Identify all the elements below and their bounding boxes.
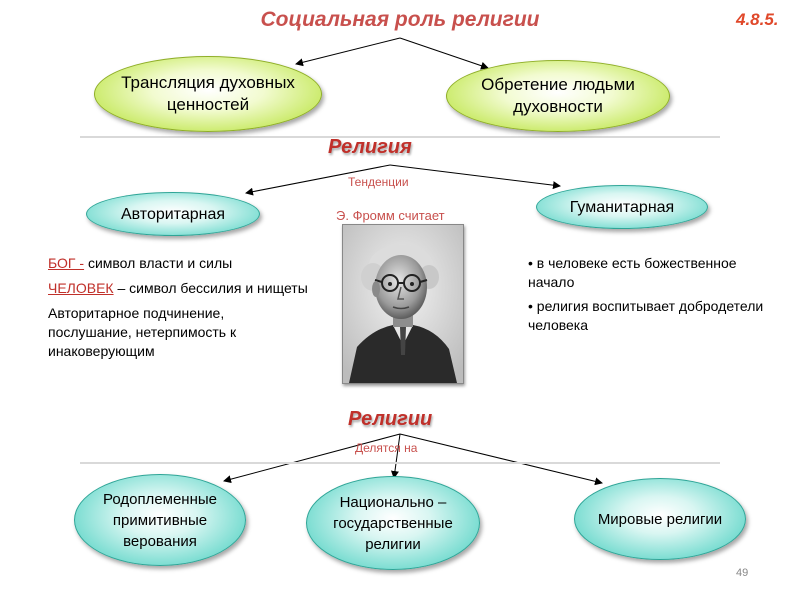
authoritarian-notes: БОГ - символ власти и силы ЧЕЛОВЕК – сим… xyxy=(48,254,310,361)
humanitarian-bullet-2: • религия воспитывает добродетели челове… xyxy=(528,298,764,333)
oval-world-religions: Мировые религии xyxy=(574,478,746,560)
national-label: Национально – государственные религии xyxy=(333,493,453,553)
oval-translation-values: Трансляция духовных ценностей xyxy=(94,56,322,132)
arrow-to-tribal xyxy=(223,433,401,484)
oval-spirituality-label: Обретение людьми духовности xyxy=(481,75,635,116)
man-term: ЧЕЛОВЕК xyxy=(48,280,114,296)
tribal-label: Родоплеменные примитивные верования xyxy=(102,490,218,550)
god-line: БОГ - символ власти и силы xyxy=(48,254,310,273)
religion-heading: Религия xyxy=(328,136,412,158)
religions-heading: Религии xyxy=(348,408,433,430)
divided-label: Делятся на xyxy=(355,441,418,455)
world-label: Мировые религии xyxy=(597,510,723,528)
divider-top xyxy=(80,136,720,138)
submission-text: Авторитарное подчинение, послушание, нет… xyxy=(48,305,237,359)
oval-translation-label: Трансляция духовных ценностей xyxy=(121,73,295,114)
oval-humanitarian: Гуманитарная xyxy=(536,185,708,229)
slide-number: 4.8.5. xyxy=(736,10,779,29)
arrow-to-spirituality xyxy=(399,37,489,70)
man-description: – символ бессилия и нищеты xyxy=(113,280,308,296)
god-description: символ власти и силы xyxy=(84,255,233,271)
oval-authoritarian: Авторитарная xyxy=(86,192,260,236)
oval-national-religions: Национально – государственные религии xyxy=(306,476,480,570)
tendencies-label: Тенденции xyxy=(348,175,409,189)
humanitarian-label: Гуманитарная xyxy=(569,198,675,216)
slide-title: Социальная роль религии xyxy=(260,8,540,31)
arrow-to-world xyxy=(399,433,603,486)
man-line: ЧЕЛОВЕК – символ бессилия и нищеты xyxy=(48,279,310,298)
portrait-photo-icon xyxy=(343,225,463,383)
humanitarian-bullet-1: • в человеке есть божественное начало xyxy=(528,255,737,290)
oval-gaining-spirituality: Обретение людьми духовности xyxy=(446,60,670,132)
fromm-caption: Э. Фромм считает xyxy=(336,208,445,223)
arrow-to-national xyxy=(390,433,401,479)
arrow-to-translation xyxy=(295,37,401,67)
authoritarian-label: Авторитарная xyxy=(120,205,226,223)
fromm-photo xyxy=(342,224,464,384)
arrow-to-humanitarian xyxy=(389,164,561,190)
god-term: БОГ - xyxy=(48,255,85,271)
page-number: 49 xyxy=(736,567,749,579)
oval-tribal-beliefs: Родоплеменные примитивные верования xyxy=(74,474,246,566)
divider-bottom xyxy=(80,462,720,464)
arrow-to-authoritarian xyxy=(245,164,391,196)
humanitarian-notes: • в человеке есть божественное начало • … xyxy=(528,254,784,335)
